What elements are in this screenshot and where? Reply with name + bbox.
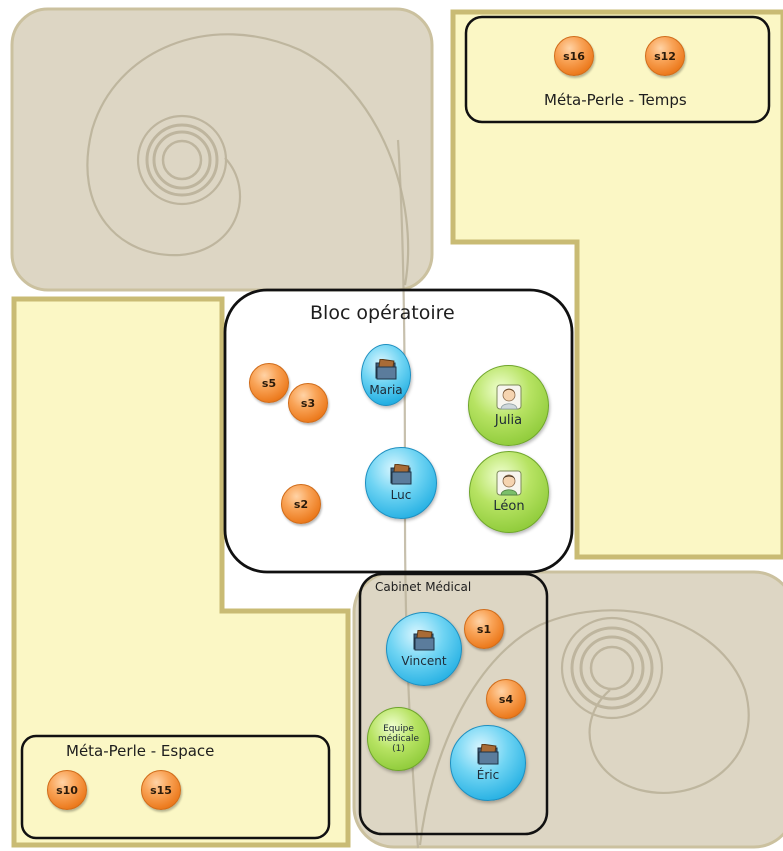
node-eric[interactable]: Éric <box>450 725 526 801</box>
node-label: s16 <box>563 49 585 63</box>
node-label: Julia <box>494 412 523 428</box>
zone-title-bloc: Bloc opératoire <box>310 302 455 324</box>
node-s15[interactable]: s15 <box>141 770 181 810</box>
gray-panel-top-left <box>10 7 434 292</box>
node-leon[interactable]: Léon <box>469 451 549 533</box>
zone-frame-temps <box>464 15 771 124</box>
folder-icon <box>477 744 499 765</box>
node-s12[interactable]: s12 <box>645 36 685 76</box>
node-s2[interactable]: s2 <box>281 484 321 524</box>
folder-icon <box>390 464 412 485</box>
node-equipe-medicale[interactable]: Equipe médicale (1) <box>367 707 430 771</box>
node-label: s15 <box>150 783 172 797</box>
node-label: s3 <box>300 396 316 410</box>
node-s4[interactable]: s4 <box>486 679 526 719</box>
node-label-line1: Equipe <box>383 724 414 734</box>
zone-frame-cabinet <box>358 572 549 836</box>
node-label: s12 <box>654 49 676 63</box>
zone-frame-espace <box>20 734 331 840</box>
node-maria[interactable]: Maria <box>361 344 411 406</box>
node-julia[interactable]: Julia <box>468 365 549 446</box>
node-s5[interactable]: s5 <box>249 363 289 403</box>
spiral-top <box>86 33 410 286</box>
node-label-line3: (1) <box>392 744 405 754</box>
node-label: Éric <box>476 768 500 782</box>
node-label: s2 <box>293 497 309 511</box>
node-label: s5 <box>261 376 277 390</box>
node-label: Maria <box>369 383 403 397</box>
person-icon <box>496 384 521 409</box>
node-s3[interactable]: s3 <box>288 383 328 423</box>
node-s10[interactable]: s10 <box>47 770 87 810</box>
node-vincent[interactable]: Vincent <box>386 612 462 686</box>
spiral-bottom <box>418 609 750 846</box>
node-label: s4 <box>498 692 514 706</box>
zone-title-cabinet: Cabinet Médical <box>375 580 472 594</box>
node-label-line2: médicale <box>377 734 420 744</box>
node-s16[interactable]: s16 <box>554 36 594 76</box>
zone-title-temps: Méta-Perle - Temps <box>544 91 687 109</box>
node-label: Léon <box>493 499 525 514</box>
node-s1[interactable]: s1 <box>464 609 504 649</box>
folder-icon <box>375 359 397 380</box>
node-label: s1 <box>476 622 492 636</box>
node-label: s10 <box>56 783 78 797</box>
yellow-panel-temps <box>450 9 783 560</box>
folder-icon <box>413 630 435 651</box>
zone-frame-bloc <box>223 288 574 574</box>
node-label: Vincent <box>401 654 447 668</box>
node-label: Luc <box>390 488 412 502</box>
zone-title-espace: Méta-Perle - Espace <box>66 742 215 760</box>
yellow-panel-espace <box>11 296 351 848</box>
node-luc[interactable]: Luc <box>365 447 437 519</box>
person-icon <box>496 470 522 496</box>
